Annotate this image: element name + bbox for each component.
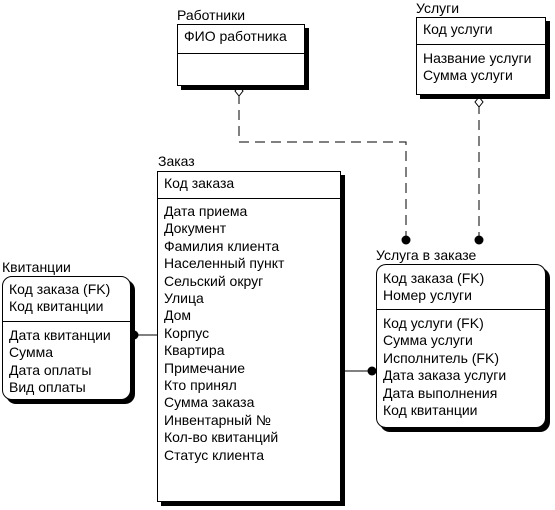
attribute: Сумма услуги <box>423 67 513 84</box>
key-attribute: Код заказа (FK) <box>9 281 111 297</box>
attribute: Улица <box>164 290 204 307</box>
entity-key-area: Код заказа <box>158 172 340 199</box>
attribute: Дата оплаты <box>9 361 92 378</box>
entity-order[interactable]: Код заказа Дата приема Документ Фамилия … <box>157 171 341 502</box>
entity-key-area: ФИО работника <box>178 25 304 54</box>
entity-attr-area: Дата приема Документ Фамилия клиента Нас… <box>158 199 340 464</box>
attribute: Кто принял <box>164 377 237 394</box>
dot-marker <box>474 235 484 245</box>
entity-attr-area: Название услуги Сумма услуги <box>417 45 545 85</box>
entity-attr-area: Код услуги (FK) Сумма услуги Исполнитель… <box>377 310 545 419</box>
entity-services[interactable]: Код услуги Название услуги Сумма услуги <box>416 17 546 95</box>
attribute: Сумма <box>9 344 53 361</box>
diamond-marker <box>234 85 244 97</box>
dot-marker <box>129 330 139 340</box>
entity-workers[interactable]: ФИО работника <box>177 24 305 86</box>
entity-key-area: Код заказа (FK) Код квитанции <box>3 277 130 322</box>
dot-marker <box>367 366 377 376</box>
rel-workers-order-service <box>234 85 411 245</box>
attribute: Корпус <box>164 324 210 341</box>
attribute: Дата приема <box>164 203 248 219</box>
attribute: Код услуги (FK) <box>383 315 484 331</box>
attribute: Фамилия клиента <box>164 237 280 254</box>
attribute: Документ <box>164 220 227 237</box>
entity-attr-area: Дата квитанции Сумма Дата оплаты Вид опл… <box>3 322 130 397</box>
rel-order-order-service <box>341 366 377 376</box>
entity-key-area: Код услуги <box>417 18 545 45</box>
attribute: Квартира <box>164 342 225 359</box>
key-attribute: Код заказа <box>164 175 235 191</box>
entity-key-area: Код заказа (FK) Номер услуги <box>377 265 545 310</box>
entity-title-receipts: Квитанции <box>2 259 71 275</box>
entity-title-order-service: Услуга в заказе <box>376 247 477 263</box>
attribute: Примечание <box>164 359 246 376</box>
rel-order-receipts <box>129 330 158 340</box>
attribute: Населенный пункт <box>164 255 285 272</box>
attribute: Вид оплаты <box>9 379 86 396</box>
attribute: Сумма заказа <box>164 394 255 411</box>
entity-title-workers: Работники <box>177 7 246 23</box>
attribute: Код квитанции <box>383 402 478 419</box>
diamond-marker <box>474 96 484 108</box>
key-attribute: Код заказа (FK) <box>383 270 485 286</box>
entity-attr-area <box>178 54 304 57</box>
attribute: Инвентарный № <box>164 411 271 428</box>
key-attribute: Номер услуги <box>383 287 472 304</box>
entity-order-service[interactable]: Код заказа (FK) Номер услуги Код услуги … <box>376 264 546 428</box>
rel-services-order-service <box>474 96 484 245</box>
attribute: Дата заказа услуги <box>383 367 507 384</box>
entity-title-order: Заказ <box>158 153 195 169</box>
entity-title-services: Услуги <box>416 0 460 16</box>
attribute: Исполнитель (FK) <box>383 349 499 366</box>
attribute: Кол-во квитанций <box>164 429 279 446</box>
attribute: Сельский округ <box>164 272 264 289</box>
attribute: Сумма услуги <box>383 332 473 349</box>
attribute: Дата квитанции <box>9 327 111 343</box>
key-attribute: Код квитанции <box>9 298 104 315</box>
attribute: Название услуги <box>423 50 532 66</box>
key-attribute: ФИО работника <box>184 28 287 44</box>
entity-receipts[interactable]: Код заказа (FK) Код квитанции Дата квита… <box>2 276 131 400</box>
dot-marker <box>401 235 411 245</box>
attribute: Дата выполнения <box>383 384 498 401</box>
attribute: Дом <box>164 307 192 324</box>
key-attribute: Код услуги <box>423 21 493 37</box>
attribute: Статус клиента <box>164 446 264 463</box>
